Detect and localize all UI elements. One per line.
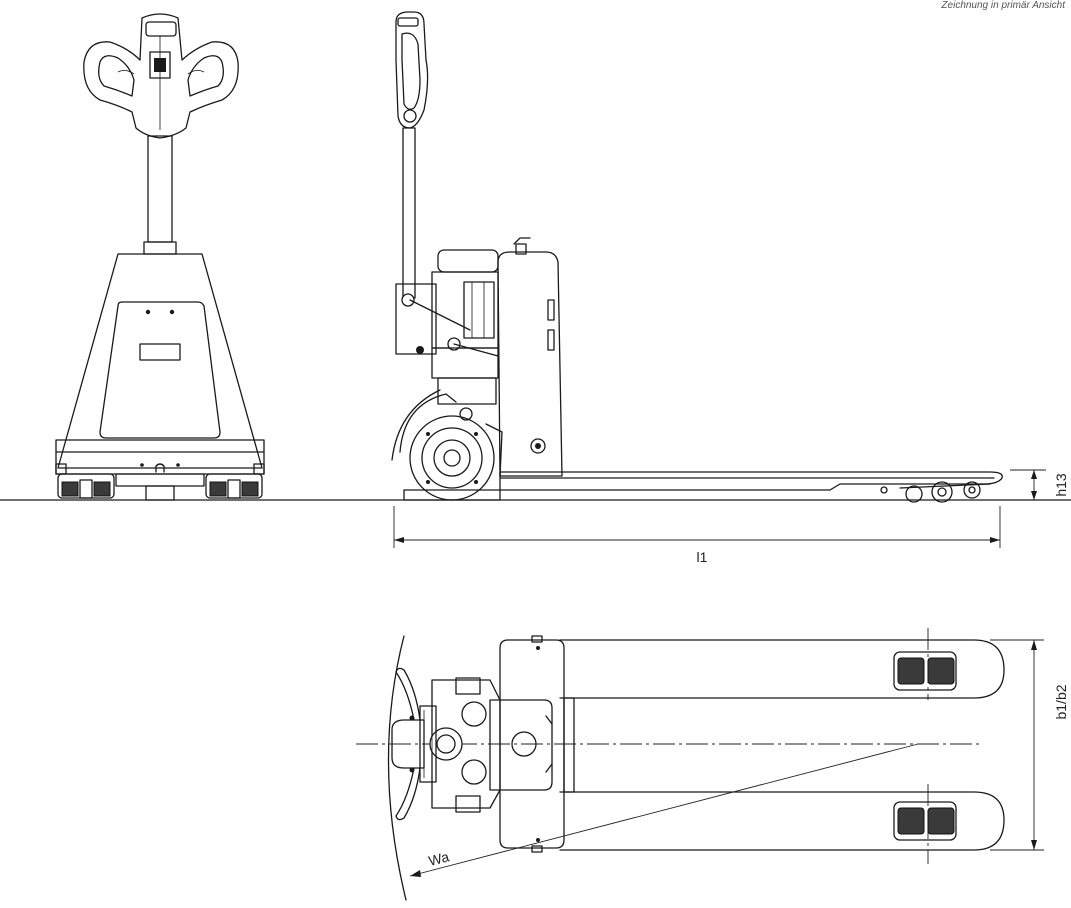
side-tiller-shaft xyxy=(402,127,416,299)
side-drive-wheel xyxy=(391,389,503,501)
front-handle xyxy=(83,13,239,139)
front-base xyxy=(55,439,265,475)
top-body xyxy=(489,635,575,853)
dimension-l1: l1 xyxy=(393,506,1001,565)
top-tiller xyxy=(391,667,425,821)
side-fork xyxy=(499,471,1003,503)
top-load-rollers-lower xyxy=(893,801,957,841)
dimension-h13: h13 xyxy=(1010,469,1069,500)
side-body xyxy=(497,251,563,477)
top-drive-unit xyxy=(419,677,501,813)
side-tiller-handle xyxy=(395,11,429,129)
front-tiller-shaft xyxy=(147,135,173,243)
dimension-h13-label: h13 xyxy=(1053,473,1069,497)
front-wheels xyxy=(57,473,263,499)
corner-note: Zeichnung in primär Ansicht xyxy=(941,0,1065,11)
top-view xyxy=(356,628,1005,901)
dimension-b1-b2: b1/b2 xyxy=(990,639,1069,851)
dimension-wa-label: Wa xyxy=(427,848,451,869)
side-drive-unit xyxy=(395,237,531,421)
side-view xyxy=(391,11,1003,503)
turning-radius-arc xyxy=(387,635,407,901)
dimension-wa: Wa xyxy=(409,743,919,877)
top-forks xyxy=(559,639,1005,851)
dimension-l1-label: l1 xyxy=(697,549,708,565)
top-load-rollers-upper xyxy=(893,651,957,691)
dimension-b1-b2-label: b1/b2 xyxy=(1053,684,1069,719)
front-view xyxy=(55,13,265,501)
front-body xyxy=(57,253,263,469)
